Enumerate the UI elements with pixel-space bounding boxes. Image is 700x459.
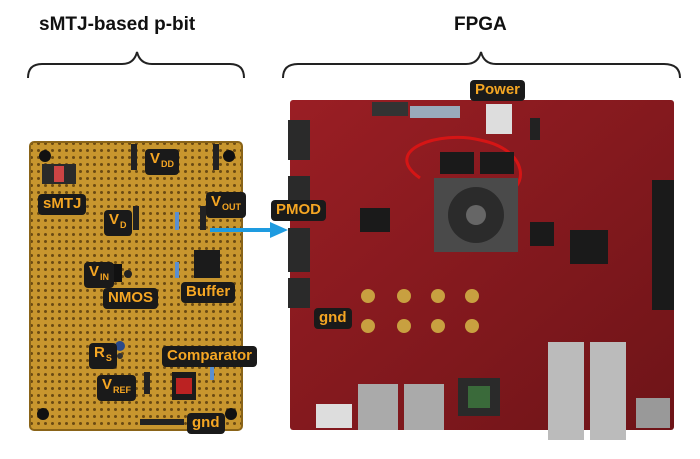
- fpga-board: [288, 100, 674, 440]
- label-power: Power: [470, 80, 526, 101]
- label-vd: VD: [104, 210, 132, 236]
- label-nmos: NMOS: [103, 288, 158, 309]
- heading-smtj-pbit: sMTJ-based p-bit: [39, 14, 196, 35]
- right-brace: [282, 51, 681, 79]
- left-brace: [27, 51, 245, 79]
- signal-arrow: [210, 222, 288, 238]
- label-buffer: Buffer: [181, 282, 236, 303]
- label-comparator: Comparator: [162, 346, 258, 367]
- label-gnd-right: gnd: [314, 308, 352, 329]
- label-vout: VOUT: [206, 192, 247, 218]
- label-vdd: VDD: [145, 149, 180, 175]
- label-smtj: sMTJ: [38, 194, 87, 215]
- heading-fpga: FPGA: [454, 14, 507, 35]
- label-rs: RS: [89, 343, 117, 369]
- label-gnd-left: gnd: [187, 413, 225, 434]
- label-pmod: PMOD: [271, 200, 326, 221]
- label-vin: VIN: [84, 262, 115, 288]
- label-vref: VREF: [97, 375, 137, 401]
